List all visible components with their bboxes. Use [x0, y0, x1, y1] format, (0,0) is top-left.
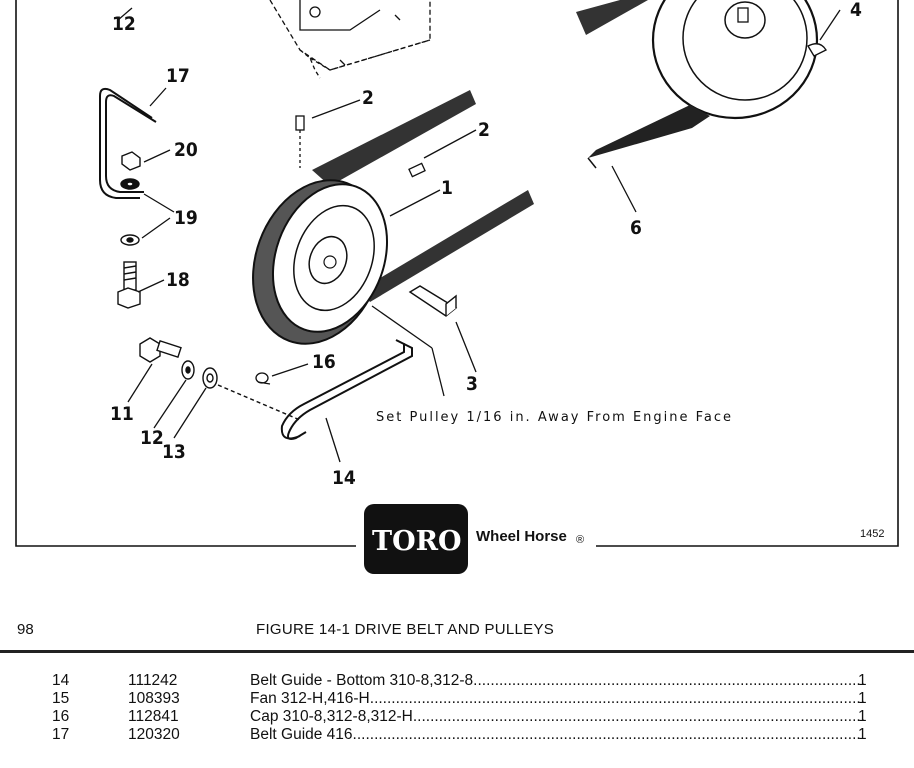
quantity: 1	[858, 672, 867, 689]
callout-6: 6	[630, 217, 642, 239]
figure-caption: FIGURE 14-1 DRIVE BELT AND PULLEYS	[256, 621, 555, 638]
part-description: Belt Guide 416..........................…	[250, 726, 861, 743]
hardware-stack-illustration	[117, 151, 141, 309]
logo-registered-mark: ®	[576, 534, 584, 546]
leader-lines	[117, 7, 841, 463]
callout-20: 20	[174, 139, 198, 161]
quantity: 1	[858, 708, 867, 725]
square-key-illustration	[408, 285, 458, 317]
figure-id-number: 1452	[860, 528, 884, 540]
engine-bracket-illustration	[269, 0, 431, 79]
exploded-parts-diagram: 12 17 2 4 20 2 1 19 6 18 3 16 11 12 13 1…	[15, 0, 899, 574]
callout-1: 1	[441, 177, 453, 199]
belt-guide-14-illustration	[280, 339, 413, 440]
callout-2-mid: 2	[478, 119, 490, 141]
section-divider	[0, 650, 914, 653]
page-number: 98	[17, 621, 34, 638]
callout-12-top: 12	[112, 13, 136, 35]
parts-row: 14 111242 Belt Guide - Bottom 310-8,312-…	[0, 672, 914, 690]
toro-logo: TORO Wheel Horse ®	[364, 504, 584, 574]
ref-number: 15	[52, 690, 70, 707]
callout-3: 3	[466, 373, 478, 395]
part-number: 120320	[128, 726, 180, 743]
callout-11: 11	[110, 403, 134, 425]
callout-2-top: 2	[362, 87, 374, 109]
callout-18: 18	[166, 269, 190, 291]
ref-number: 17	[52, 726, 70, 743]
part-description: Cap 310-8,312-8,312-H...................…	[250, 708, 866, 725]
parts-row: 16 112841 Cap 310-8,312-8,312-H.........…	[0, 708, 914, 726]
upper-pulley-illustration	[576, 0, 819, 169]
bolt-11-illustration	[139, 337, 301, 421]
callout-13: 13	[162, 441, 186, 463]
part-description: Belt Guide - Bottom 310-8,312-8.........…	[250, 672, 866, 689]
callout-14: 14	[332, 467, 356, 489]
ref-number: 16	[52, 708, 70, 725]
callout-12: 12	[140, 427, 164, 449]
drive-pulley-illustration	[252, 90, 534, 345]
part-number: 112841	[128, 708, 179, 725]
quantity: 1	[858, 690, 867, 707]
callout-19: 19	[174, 207, 198, 229]
callout-16: 16	[312, 351, 336, 373]
ref-number: 14	[52, 672, 70, 689]
belt-guide-17-illustration	[99, 87, 157, 199]
logo-sub-brand-text: Wheel Horse	[476, 528, 567, 545]
parts-row: 17 120320 Belt Guide 416................…	[0, 726, 914, 744]
part-number: 111242	[128, 672, 178, 689]
callout-4: 4	[850, 0, 862, 21]
callout-17: 17	[166, 65, 190, 87]
cap-16-illustration	[255, 372, 271, 385]
part-number: 108393	[128, 690, 180, 707]
parts-list: 14 111242 Belt Guide - Bottom 310-8,312-…	[0, 672, 914, 744]
part-description: Fan 312-H,416-H.........................…	[250, 690, 866, 707]
logo-brand-text: TORO	[372, 526, 462, 557]
key-4-illustration	[807, 43, 827, 57]
figure-border	[15, 0, 356, 547]
figure-border-right	[596, 0, 899, 547]
installation-note: Set Pulley 1/16 in. Away From Engine Fac…	[376, 410, 733, 425]
quantity: 1	[858, 726, 867, 743]
set-screw-illustration	[295, 115, 426, 178]
parts-row: 15 108393 Fan 312-H,416-H...............…	[0, 690, 914, 708]
